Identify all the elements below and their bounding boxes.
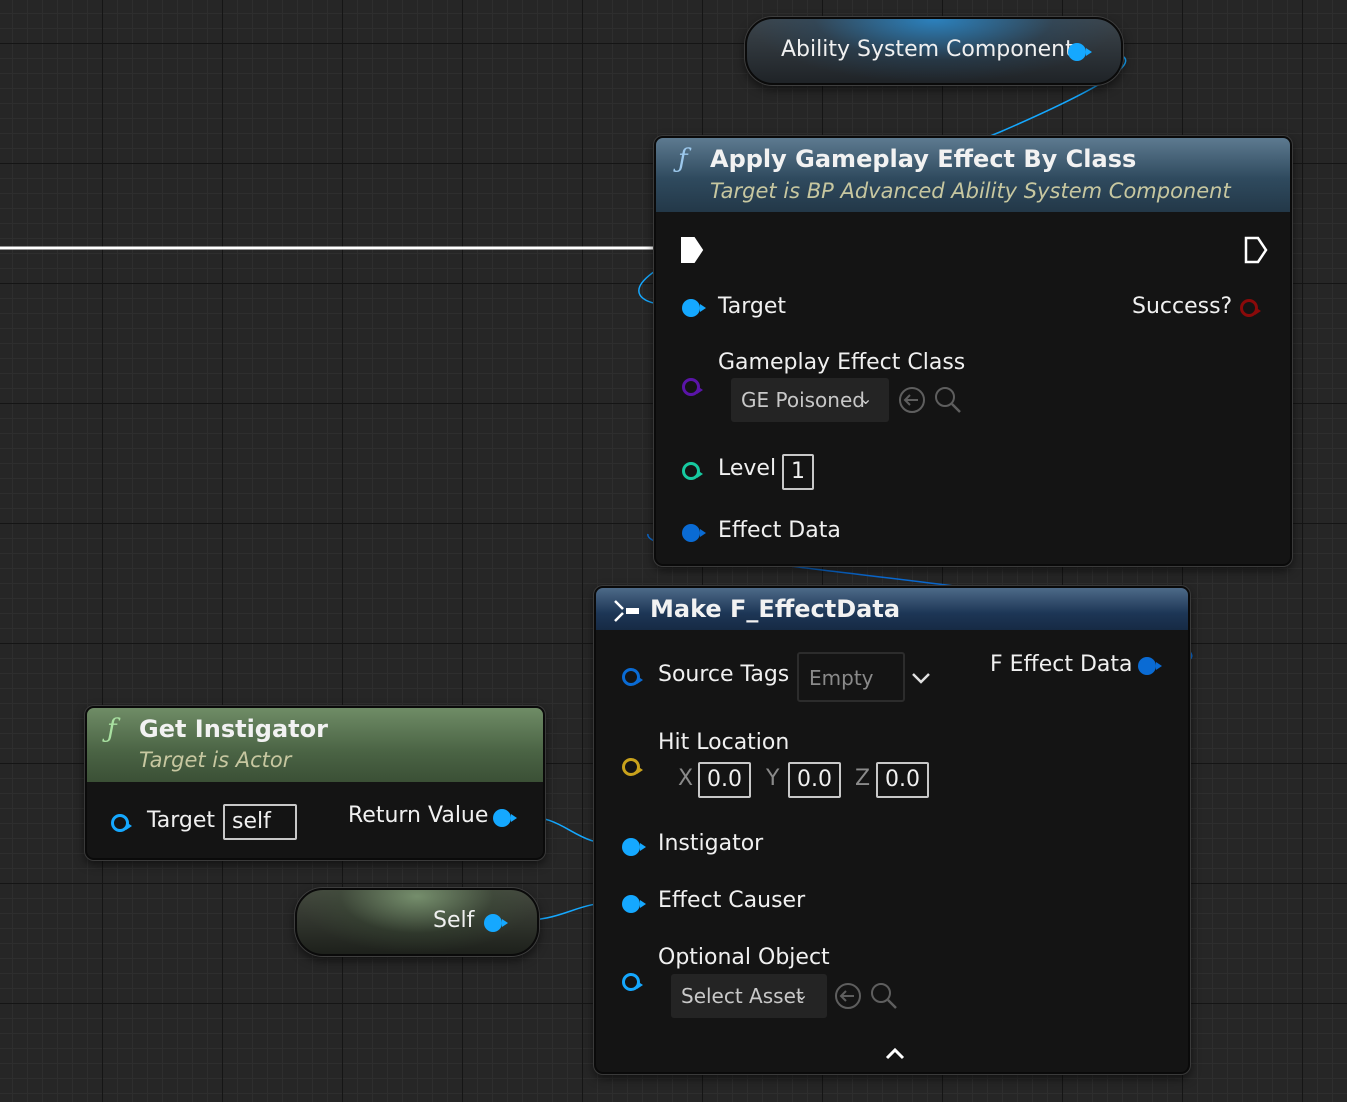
gameplay-effect-class-pin[interactable] bbox=[682, 378, 703, 396]
gameplay-effect-class-value: GE Poisoned bbox=[741, 388, 865, 412]
instigator-pin[interactable] bbox=[622, 838, 646, 856]
chevron-down-icon: ⌄ bbox=[859, 389, 873, 408]
get-instigator-node[interactable]: ƒ Get Instigator Target is Actor Target … bbox=[85, 706, 545, 860]
apply-node-title: Apply Gameplay Effect By Class bbox=[710, 145, 1137, 173]
use-selected-asset-icon[interactable] bbox=[898, 386, 926, 414]
function-icon: ƒ bbox=[678, 144, 688, 174]
source-tags-value: Empty bbox=[809, 666, 874, 690]
browse-asset-search-icon[interactable] bbox=[870, 982, 898, 1010]
optional-object-pin[interactable] bbox=[622, 973, 643, 991]
z-input[interactable]: 0.0 bbox=[876, 762, 929, 798]
use-selected-asset-icon[interactable] bbox=[834, 982, 862, 1010]
effect-data-pin[interactable] bbox=[682, 524, 706, 542]
make-node-title: Make F_EffectData bbox=[650, 595, 901, 623]
apply-node-subtitle: Target is BP Advanced Ability System Com… bbox=[710, 179, 1231, 203]
success-pin[interactable] bbox=[1240, 299, 1261, 317]
browse-asset-search-icon[interactable] bbox=[934, 386, 962, 414]
source-tags-input[interactable]: Empty bbox=[797, 652, 905, 702]
effect-causer-label: Effect Causer bbox=[658, 888, 806, 913]
f-effect-data-output-pin[interactable] bbox=[1138, 657, 1162, 675]
y-input[interactable]: 0.0 bbox=[788, 762, 841, 798]
y-label: Y bbox=[766, 766, 780, 791]
get-instigator-title: Get Instigator bbox=[139, 715, 328, 743]
x-label: X bbox=[678, 766, 694, 791]
z-label: Z bbox=[855, 766, 871, 791]
gameplay-effect-class-dropdown[interactable]: GE Poisoned ⌄ bbox=[731, 378, 889, 422]
make-struct-icon bbox=[614, 600, 639, 622]
source-tags-pin[interactable] bbox=[622, 668, 643, 686]
hit-location-label: Hit Location bbox=[658, 730, 790, 755]
level-pin[interactable] bbox=[682, 462, 703, 480]
optional-object-label: Optional Object bbox=[658, 945, 830, 970]
optional-object-dropdown[interactable]: Select Asset ⌄ bbox=[671, 974, 827, 1018]
asc-output-pin[interactable] bbox=[1068, 43, 1092, 61]
self-label: Self bbox=[433, 908, 475, 933]
success-label: Success? bbox=[1132, 294, 1233, 319]
get-instigator-target-input[interactable]: self bbox=[223, 804, 297, 840]
level-input[interactable]: 1 bbox=[782, 454, 814, 490]
make-effect-data-node[interactable]: Make F_EffectData Source Tags Empty F Ef… bbox=[594, 586, 1190, 1074]
exec-out-pin[interactable] bbox=[1244, 236, 1268, 264]
ability-system-component-node[interactable]: Ability System Component bbox=[745, 17, 1123, 85]
chevron-down-icon: ⌄ bbox=[795, 985, 809, 1004]
f-effect-data-output-label: F Effect Data bbox=[990, 652, 1133, 677]
self-node[interactable]: Self bbox=[295, 888, 539, 956]
function-icon: ƒ bbox=[107, 714, 117, 744]
effect-data-label: Effect Data bbox=[718, 518, 841, 543]
instigator-label: Instigator bbox=[658, 831, 764, 856]
level-label: Level bbox=[718, 456, 777, 481]
x-input[interactable]: 0.0 bbox=[698, 762, 751, 798]
hit-location-pin[interactable] bbox=[622, 758, 643, 776]
exec-in-pin[interactable] bbox=[680, 236, 704, 264]
target-label: Target bbox=[718, 294, 787, 319]
gameplay-effect-class-label: Gameplay Effect Class bbox=[718, 350, 966, 375]
asc-label: Ability System Component bbox=[781, 37, 1074, 62]
get-instigator-target-pin[interactable] bbox=[111, 814, 132, 832]
get-instigator-target-label: Target bbox=[147, 808, 216, 833]
get-instigator-subtitle: Target is Actor bbox=[139, 748, 292, 772]
return-value-pin[interactable] bbox=[493, 809, 517, 827]
target-pin[interactable] bbox=[682, 299, 706, 317]
apply-gameplay-effect-node[interactable]: ƒ Apply Gameplay Effect By Class Target … bbox=[654, 136, 1292, 566]
optional-object-value: Select Asset bbox=[681, 984, 804, 1008]
source-tags-label: Source Tags bbox=[658, 662, 790, 687]
return-value-label: Return Value bbox=[348, 803, 489, 828]
collapse-chevron-up-icon[interactable] bbox=[884, 1046, 906, 1060]
get-instigator-header bbox=[87, 708, 543, 782]
effect-causer-pin[interactable] bbox=[622, 895, 646, 913]
chevron-down-icon[interactable] bbox=[911, 671, 931, 685]
self-output-pin[interactable] bbox=[484, 914, 508, 932]
